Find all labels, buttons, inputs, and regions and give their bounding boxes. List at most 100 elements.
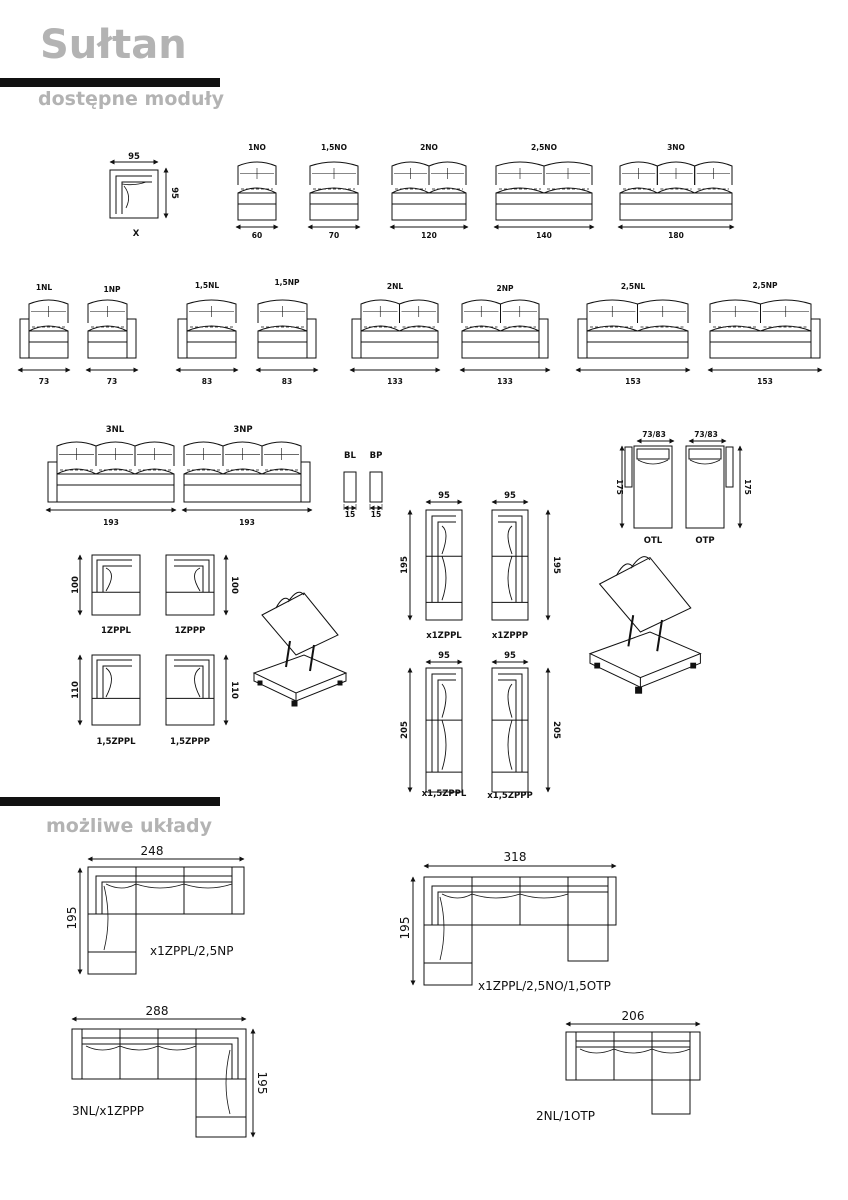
module-corner-large-1: 95 195 x1ZPPL bbox=[400, 491, 463, 641]
layout-2: 318 195 x1ZPPL/2,5NO/1,5OTP bbox=[398, 850, 617, 993]
module-label: 1,5ZPPP bbox=[170, 737, 210, 747]
layout-label: x1ZPPL/2,5NP bbox=[150, 944, 233, 958]
dim-depth: 195 bbox=[400, 556, 410, 574]
module-label: 1,5NP bbox=[274, 278, 300, 287]
module-label: x1ZPPL bbox=[426, 631, 462, 641]
module-label: 3NP bbox=[233, 425, 252, 435]
dim-width: 60 bbox=[252, 231, 262, 240]
module-row3-1: 3NL 193 bbox=[45, 425, 177, 527]
module-label: x1,5ZPPL bbox=[422, 789, 467, 799]
dim-width: 73/83 bbox=[642, 430, 666, 439]
dim-depth: 175 bbox=[743, 479, 752, 495]
module-label: 2,5NL bbox=[621, 282, 646, 291]
dim-width: 95 bbox=[438, 491, 450, 501]
module-row2-4: 1,5NP 83 bbox=[255, 278, 319, 386]
layout-label: 2NL/1OTP bbox=[536, 1109, 595, 1123]
layout-4: 206 2NL/1OTP bbox=[536, 1009, 701, 1123]
dim-width: 120 bbox=[421, 231, 437, 240]
section-divider-layouts bbox=[0, 797, 220, 806]
layout-label: 3NL/x1ZPPP bbox=[72, 1104, 144, 1118]
dim-depth: 195 bbox=[255, 1072, 269, 1095]
dim-width: 73 bbox=[39, 377, 49, 386]
module-label: x1,5ZPPP bbox=[487, 791, 532, 801]
dim-width: 153 bbox=[625, 377, 641, 386]
module-label: BP bbox=[370, 451, 383, 461]
module-1: 1NO 60 bbox=[235, 143, 279, 240]
module-label: 1ZPPP bbox=[175, 626, 206, 636]
module-label: 3NO bbox=[667, 143, 685, 152]
module-armrest-1: BL 15 bbox=[343, 451, 357, 519]
dim-depth: 100 bbox=[229, 576, 239, 594]
module-label: 1,5NL bbox=[195, 281, 220, 290]
dim-width: 318 bbox=[504, 850, 527, 864]
dim-width: 140 bbox=[536, 231, 552, 240]
dim-depth: 195 bbox=[398, 917, 412, 940]
dim-width: 95 bbox=[504, 651, 516, 661]
section-heading-modules: dostępne moduły bbox=[38, 88, 224, 110]
dim-depth: 205 bbox=[551, 721, 561, 739]
storage-box-right bbox=[588, 556, 702, 694]
module-label: BL bbox=[344, 451, 356, 461]
dim-width: 95 bbox=[128, 152, 140, 162]
module-2: 1,5NO 70 bbox=[307, 143, 361, 240]
dim-depth: 195 bbox=[551, 556, 561, 574]
dim-width: 193 bbox=[103, 518, 119, 527]
dim-depth: 110 bbox=[229, 681, 239, 699]
dim-width: 206 bbox=[622, 1009, 645, 1023]
module-row2-5: 2NL 133 bbox=[349, 282, 441, 386]
module-label: 1ZPPL bbox=[101, 626, 132, 636]
module-label: X bbox=[133, 229, 140, 239]
module-label: 2,5NO bbox=[531, 143, 557, 152]
dim-depth: 100 bbox=[71, 576, 81, 594]
dim-width: 95 bbox=[438, 651, 450, 661]
module-row2-3: 1,5NL 83 bbox=[175, 281, 239, 386]
page-title: Sułtan bbox=[40, 22, 187, 68]
module-label: 3NL bbox=[106, 425, 125, 435]
layout-1: 248 195 x1ZPPL/2,5NP bbox=[65, 844, 245, 975]
section-heading-layouts: możliwe układy bbox=[46, 815, 213, 837]
section-divider-modules bbox=[0, 78, 220, 87]
layout-label: x1ZPPL/2,5NO/1,5OTP bbox=[478, 979, 611, 993]
dim-depth: 175 bbox=[615, 479, 624, 495]
module-label: OTL bbox=[644, 536, 663, 546]
dim-width: 180 bbox=[668, 231, 684, 240]
module-4: 2,5NO 140 bbox=[493, 143, 595, 240]
dim-width: 133 bbox=[497, 377, 513, 386]
dim-width: 73 bbox=[107, 377, 117, 386]
dim-width: 83 bbox=[202, 377, 212, 386]
dim-width: 70 bbox=[329, 231, 339, 240]
module-label: 2NL bbox=[387, 282, 403, 291]
dim-width: 73/83 bbox=[694, 430, 718, 439]
module-corner-small-1: 100 1ZPPL bbox=[71, 554, 141, 636]
storage-box-left bbox=[252, 591, 348, 707]
module-row2-6: 2NP 133 bbox=[459, 284, 551, 386]
module-label: 1,5NO bbox=[321, 143, 347, 152]
dim-width: 133 bbox=[387, 377, 403, 386]
dim-width: 288 bbox=[146, 1004, 169, 1018]
module-corner-small-4: 110 1,5ZPPP bbox=[165, 654, 239, 747]
dim-width: 193 bbox=[239, 518, 255, 527]
module-5: 3NO 180 bbox=[617, 143, 735, 240]
module-label: 1NL bbox=[36, 283, 52, 292]
module-label: 1NO bbox=[248, 143, 266, 152]
module-row3-2: 3NP 193 bbox=[181, 425, 313, 527]
dim-width: 248 bbox=[141, 844, 164, 858]
dim-depth: 195 bbox=[65, 907, 79, 930]
dim-width: 83 bbox=[282, 377, 292, 386]
module-label: 1NP bbox=[104, 285, 121, 294]
dim-width: 15 bbox=[345, 510, 355, 519]
module-corner-large-4: 95 205 x1,5ZPPP bbox=[487, 651, 561, 801]
module-label: 2NO bbox=[420, 143, 438, 152]
module-label: OTP bbox=[695, 536, 714, 546]
module-row2-2: 1NP 73 bbox=[85, 285, 139, 386]
module-row2-1: 1NL 73 bbox=[17, 283, 71, 386]
module-label: 2NP bbox=[497, 284, 514, 293]
